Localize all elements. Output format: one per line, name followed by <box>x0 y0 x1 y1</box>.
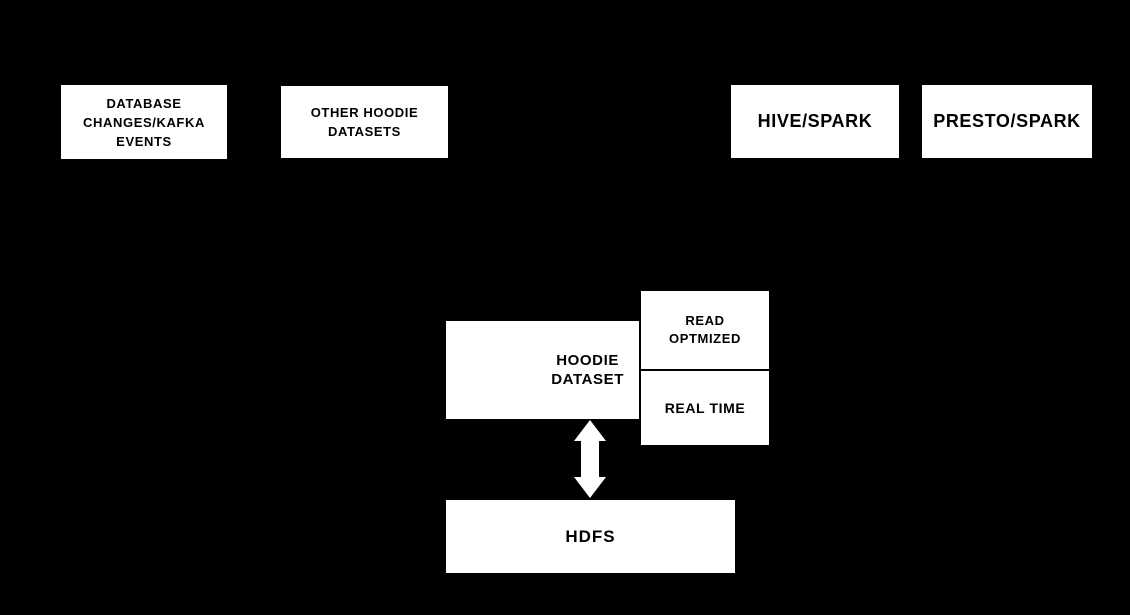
node-presto-spark: PRESTO/SPARK <box>922 85 1092 158</box>
double-arrow-shape <box>574 420 606 498</box>
double-arrow-icon <box>574 420 606 498</box>
node-label: DATABASE CHANGES/KAFKA EVENTS <box>83 95 205 149</box>
node-label: HIVE/SPARK <box>757 111 873 131</box>
node-label: REAL TIME <box>664 400 746 416</box>
node-label: PRESTO/SPARK <box>933 111 1081 131</box>
node-real-time-view: REAL TIME <box>641 371 769 445</box>
node-label: HOODIE DATASET <box>551 352 624 388</box>
node-label: HDFS <box>565 526 616 546</box>
node-other-hoodie-datasets: OTHER HOODIE DATASETS <box>281 86 448 158</box>
node-hdfs: HDFS <box>446 500 735 573</box>
node-read-optimized-view: READ OPTMIZED <box>641 291 769 369</box>
node-hive-spark: HIVE/SPARK <box>731 85 899 158</box>
node-database-changes-kafka-events: DATABASE CHANGES/KAFKA EVENTS <box>61 85 227 159</box>
node-label: READ OPTMIZED <box>669 313 741 346</box>
connector-hoodie-dataset-hdfs <box>574 420 606 498</box>
node-hoodie-dataset: HOODIE DATASET <box>446 321 639 419</box>
node-label: OTHER HOODIE DATASETS <box>310 105 419 139</box>
